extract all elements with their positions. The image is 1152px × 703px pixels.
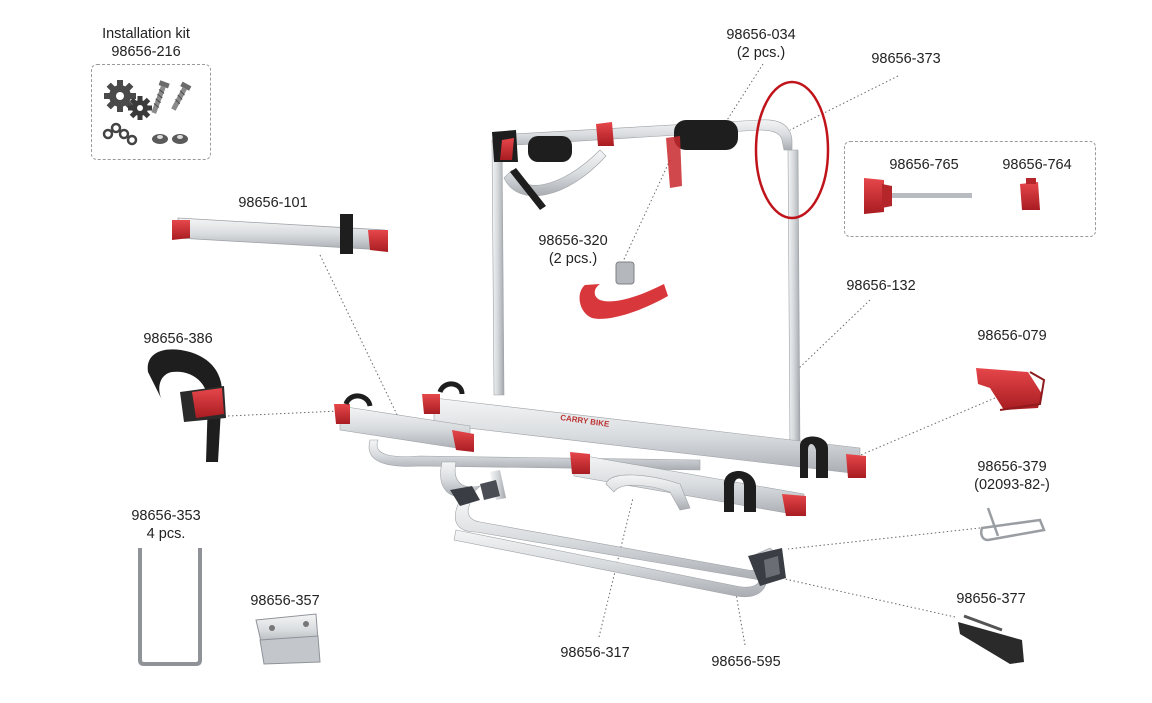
label-98656-379: 98656-379 (02093-82-) [974,458,1050,494]
label-98656-595: 98656-595 [711,653,780,671]
label-98656-373: 98656-373 [871,50,940,68]
part-rail-101 [172,214,388,254]
label-98656-034: 98656-034 (2 pcs.) [726,26,795,62]
screw-icon [171,81,192,111]
part-number: 98656-377 [956,591,1026,607]
bike-carrier-assembly: CARRY BIKE [334,80,866,598]
label-installation-kit: Installation kit 98656-216 [102,25,190,61]
gear-icon [104,80,136,112]
part-knob-764 [1020,178,1040,210]
label-98656-377: 98656-377 [956,590,1025,608]
label-98656-101: 98656-101 [238,194,307,212]
part-number: 98656-317 [560,645,630,661]
part-quantity: 4 pcs. [146,526,186,542]
part-strap-386 [147,349,226,462]
label-98656-317: 98656-317 [560,644,629,662]
part-number: 98656-320 [538,233,608,249]
label-98656-353: 98656-353 4 pcs. [131,507,200,543]
kit-title: Installation kit [102,26,190,42]
part-ubolt-353 [138,548,202,666]
part-number: 98656-764 [1002,157,1072,173]
label-98656-764: 98656-764 [1002,156,1071,174]
part-clip-379 [980,507,1046,542]
part-number: 98656-595 [711,654,781,670]
label-98656-132: 98656-132 [846,277,915,295]
part-alt-number: (02093-82-) [974,477,1050,493]
part-bracket-377 [958,614,1024,664]
part-number: 98656-079 [977,328,1047,344]
kit-part-number: 98656-216 [111,44,181,60]
label-98656-357: 98656-357 [250,592,319,610]
part-cradle-079 [976,368,1046,411]
part-number: 98656-101 [238,195,308,211]
highlight-circle [754,80,830,220]
part-number: 98656-373 [871,51,941,67]
part-number: 98656-034 [726,27,796,43]
part-bracket-357 [255,613,321,665]
part-strap-320 [579,261,668,319]
knob-parts-box [844,141,1096,237]
label-98656-320: 98656-320 (2 pcs.) [538,232,607,268]
part-number: 98656-357 [250,593,320,609]
part-quantity: (2 pcs.) [736,45,786,61]
label-98656-079: 98656-079 [977,327,1046,345]
leader-lines [227,63,996,646]
installation-kit-box [91,64,211,160]
screw-icon [151,80,170,114]
installation-kit-parts [102,80,192,146]
label-98656-386: 98656-386 [143,330,212,348]
part-quantity: (2 pcs.) [548,251,598,267]
part-number: 98656-132 [846,278,916,294]
part-number: 98656-379 [977,459,1047,475]
part-number: 98656-386 [143,331,213,347]
part-number: 98656-765 [889,157,959,173]
chain-icon [102,122,138,146]
part-number: 98656-353 [131,508,201,524]
label-98656-765: 98656-765 [889,156,958,174]
nut-icon [152,134,188,144]
gear-icon [128,96,152,120]
part-knob-765 [864,178,972,214]
